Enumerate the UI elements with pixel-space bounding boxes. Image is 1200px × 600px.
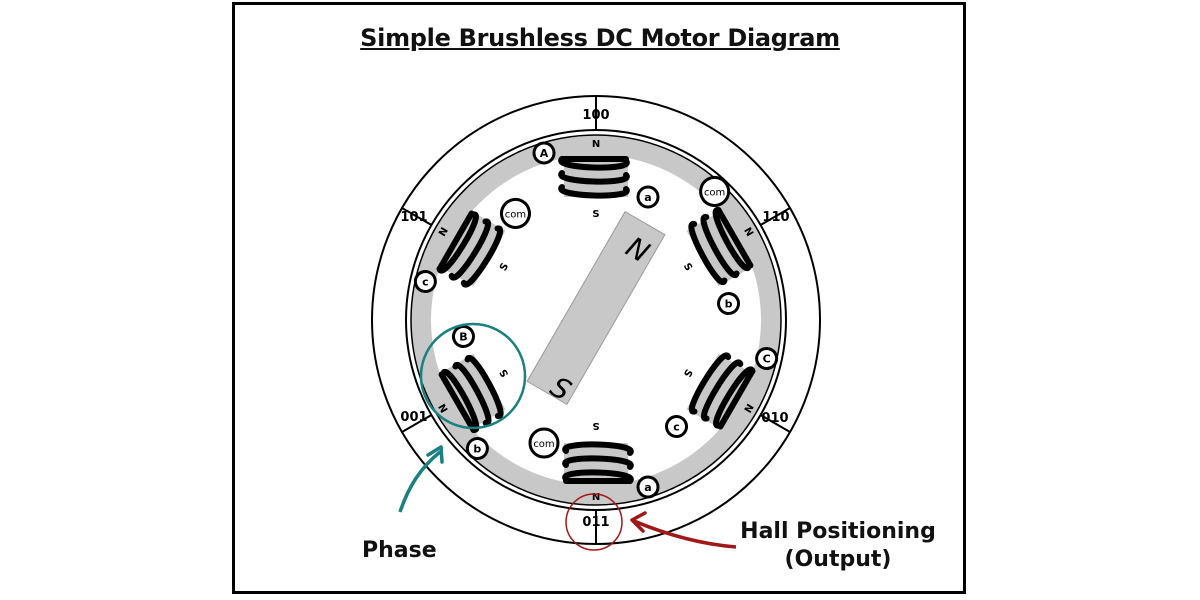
- winding-turn: [452, 361, 492, 426]
- hall-label-line2: (Output): [784, 547, 892, 572]
- coil-south-label: S: [592, 209, 599, 220]
- terminal-label: C: [763, 352, 771, 365]
- terminal-label: com: [533, 439, 554, 450]
- terminal-circle: [755, 346, 779, 370]
- winding-turn: [701, 359, 744, 422]
- terminal-circle: [532, 141, 556, 165]
- winding-turn: [436, 210, 475, 272]
- winding-turn: [460, 225, 503, 288]
- winding-turn: [700, 214, 740, 279]
- winding-turn: [689, 352, 732, 415]
- hall-code-label: 001: [400, 410, 427, 425]
- phase-arrow: [398, 450, 442, 513]
- winding-turn: [688, 221, 728, 286]
- coil-north-label: N: [592, 490, 600, 501]
- coil-north-label: N: [592, 139, 600, 150]
- stator-coil: N S Aa: [532, 139, 660, 220]
- hall-label-line1: Hall Positioning: [740, 519, 936, 544]
- terminal-label: a: [644, 191, 651, 204]
- coil-south-label: S: [498, 261, 511, 273]
- diagram-frame: [232, 2, 966, 594]
- terminal-label: com: [704, 187, 725, 198]
- hall-code-label: 101: [400, 210, 427, 225]
- hall-positioning-label: Hall Positioning (Output): [738, 518, 938, 574]
- terminal-label: com: [505, 209, 526, 220]
- winding-turn: [558, 170, 630, 185]
- winding-turn: [448, 218, 491, 281]
- winding-turn: [558, 184, 630, 199]
- rotor-magnet: [526, 210, 666, 406]
- hall-code-label: 100: [582, 108, 609, 123]
- winding-turn: [438, 371, 477, 433]
- terminal-circle: [499, 197, 531, 229]
- winding-turn: [717, 368, 756, 430]
- hall-code-label: 110: [762, 210, 789, 225]
- terminal-label: b: [473, 443, 481, 456]
- winding-turn: [562, 455, 634, 470]
- terminal-label: a: [644, 481, 651, 494]
- terminal-label: c: [673, 421, 680, 434]
- terminal-label: A: [540, 147, 549, 160]
- terminal-circle: [636, 475, 660, 499]
- terminal-circle: [636, 185, 660, 209]
- winding-turn: [562, 441, 634, 456]
- coil-south-label: S: [592, 420, 599, 431]
- coil-south-label: S: [681, 367, 694, 379]
- coil-south-label: S: [498, 367, 511, 379]
- terminal-circle: [465, 437, 489, 461]
- hall-code-label: 010: [761, 411, 788, 426]
- terminal-circle: [451, 324, 475, 348]
- hall-code-label: 011: [582, 515, 609, 530]
- phase-label: Phase: [362, 538, 437, 563]
- terminal-circle: [413, 270, 437, 294]
- stator-coil: N Sa com: [528, 420, 660, 501]
- hall-sector-divider: [401, 414, 432, 433]
- winding-turn: [715, 207, 754, 269]
- diagram-title: Simple Brushless DC Motor Diagram: [360, 24, 840, 52]
- phase-arrowhead: [426, 445, 444, 464]
- hall-sector-divider: [401, 207, 432, 226]
- terminal-circle: [699, 175, 731, 207]
- phase-highlight-circle: [419, 322, 527, 430]
- hall-arrowhead: [630, 511, 647, 533]
- terminal-circle: [528, 427, 560, 459]
- terminal-circle: [665, 415, 689, 439]
- terminal-label: c: [422, 276, 429, 289]
- hall-sector-divider: [760, 207, 791, 226]
- hall-sector-divider: [760, 414, 791, 433]
- terminal-label: b: [725, 298, 733, 311]
- coil-south-label: S: [681, 261, 694, 273]
- terminal-label: B: [459, 330, 467, 343]
- terminal-circle: [717, 292, 741, 316]
- hall-arrow: [633, 519, 737, 549]
- winding-turn: [464, 354, 504, 419]
- hall-sector-dividers: [401, 96, 791, 544]
- hall-highlight-circle: [565, 493, 623, 551]
